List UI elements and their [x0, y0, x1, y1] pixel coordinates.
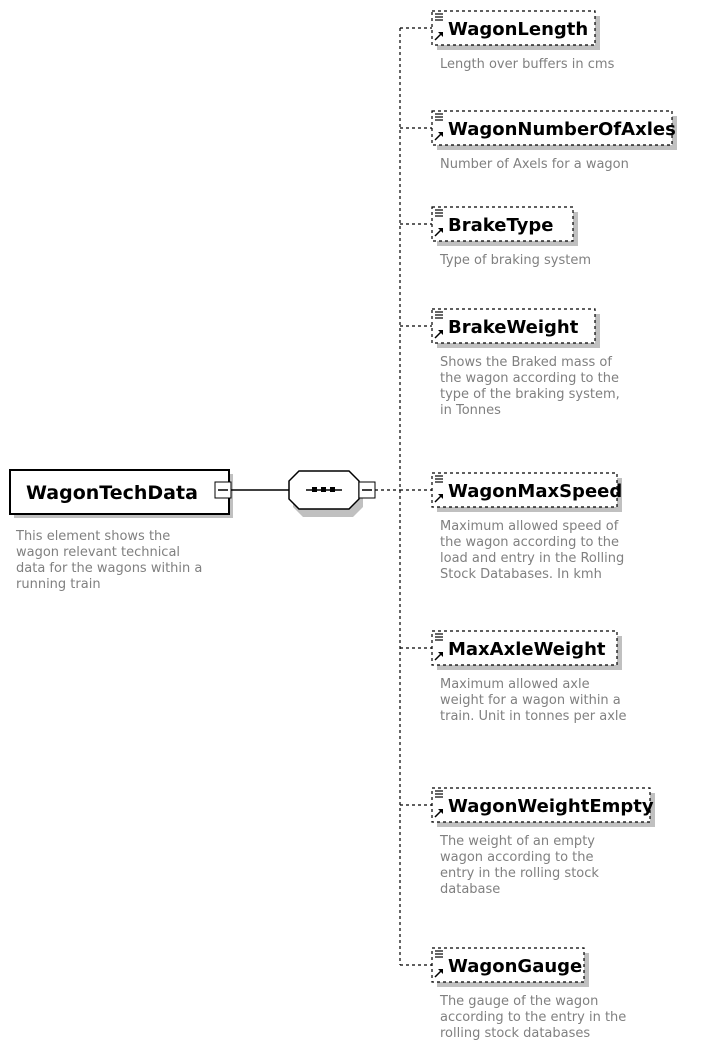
child-element[interactable]: BrakeType [400, 206, 578, 246]
child-element-name: WagonGauge [448, 956, 582, 977]
child-element[interactable]: WagonNumberOfAxles [400, 110, 677, 150]
child-element-box [431, 206, 574, 242]
simple-type-reference-icon [434, 633, 443, 661]
child-element[interactable]: WagonGauge [400, 947, 589, 987]
sequence-collapse-toggle[interactable] [358, 481, 376, 499]
root-element-box [9, 469, 230, 515]
child-element-name: WagonWeightEmpty [448, 796, 654, 817]
child-element-name: WagonLength [448, 19, 588, 40]
child-element-box [431, 472, 618, 508]
child-element[interactable]: WagonMaxSpeed [400, 472, 622, 512]
child-element-box [431, 10, 596, 46]
simple-type-reference-icon [434, 113, 443, 141]
sequence-icon [306, 487, 342, 492]
child-element-box [431, 947, 585, 983]
simple-type-reference-icon [434, 209, 443, 237]
child-element-name: WagonMaxSpeed [448, 481, 622, 502]
simple-type-reference-icon [434, 475, 443, 503]
child-element[interactable]: WagonWeightEmpty [400, 787, 655, 827]
child-element-box [431, 110, 673, 146]
root-element-name: WagonTechData [26, 482, 198, 504]
child-element-box [431, 787, 651, 823]
sequence-compositor[interactable] [288, 470, 363, 517]
child-element-name: BrakeType [448, 215, 553, 236]
child-element[interactable]: WagonLength [400, 10, 600, 50]
child-element[interactable]: MaxAxleWeight [400, 630, 622, 670]
child-element-box [431, 630, 618, 666]
simple-type-reference-icon [434, 790, 443, 818]
simple-type-reference-icon [434, 311, 443, 339]
simple-type-reference-icon [434, 950, 443, 978]
child-element-name: WagonNumberOfAxles [448, 119, 676, 140]
root-element[interactable]: WagonTechData [9, 469, 233, 518]
child-element-box [431, 308, 596, 344]
simple-type-reference-icon [434, 13, 443, 41]
child-element-description: Number of Axels for a wagon [440, 157, 629, 172]
child-element[interactable]: BrakeWeight [400, 308, 600, 348]
child-element-description: Length over buffers in cms [440, 57, 615, 72]
root-collapse-toggle[interactable] [214, 481, 232, 499]
child-element-description: Type of braking system [439, 253, 591, 268]
child-element-name: BrakeWeight [448, 317, 579, 338]
child-element-name: MaxAxleWeight [448, 639, 606, 660]
